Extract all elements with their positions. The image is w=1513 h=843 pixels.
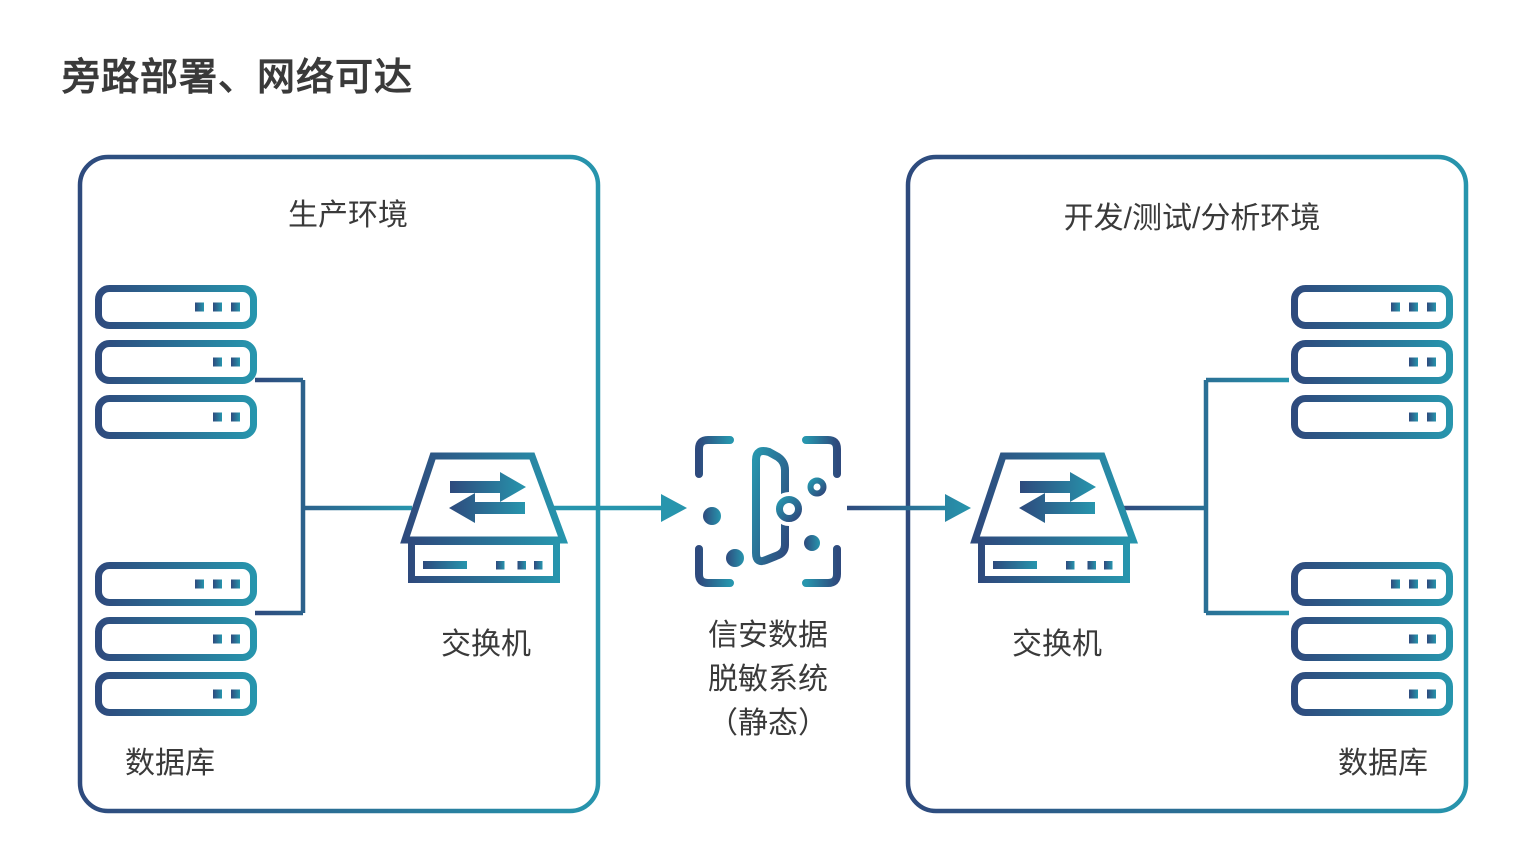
target-environment-title: 开发/测试/分析环境 <box>1063 202 1321 235</box>
bracket-bottom-right-icon <box>802 545 841 587</box>
server-led-dot <box>1409 634 1418 644</box>
server-led-dot <box>195 579 204 589</box>
masking-system-label: 信安数据 脱敏系统 （静态） <box>708 614 828 746</box>
server-led-dot <box>1427 634 1436 644</box>
server-led-dot <box>213 634 222 644</box>
bracket-bottom-left-icon <box>695 545 734 587</box>
server-icon <box>1291 395 1453 439</box>
server-led-dot <box>213 302 222 312</box>
server-icon <box>95 562 257 606</box>
server-led-dot <box>213 579 222 589</box>
production-database-label: 数据库 <box>125 747 215 780</box>
bracket-top-left-icon <box>695 436 734 478</box>
server-led-dot <box>1409 357 1418 367</box>
bracket-top-right-icon <box>802 436 841 478</box>
switch-arrow-left-icon <box>1019 493 1095 523</box>
data-masking-icon <box>695 436 841 587</box>
server-led-dot <box>1409 689 1418 699</box>
target-database-label: 数据库 <box>1338 747 1428 780</box>
server-led-dot <box>1427 357 1436 367</box>
server-led-dot <box>1391 302 1400 312</box>
flow-arrow-masking-to-switch <box>847 494 971 522</box>
target-switch-label: 交换机 <box>1012 628 1102 661</box>
server-led-dot <box>1427 579 1436 589</box>
server-led-dot <box>231 357 240 367</box>
production-server-switch-connector <box>255 377 412 616</box>
server-icon <box>1291 340 1453 384</box>
server-led-dot <box>1427 302 1436 312</box>
server-led-dot <box>231 634 240 644</box>
server-led-dot <box>231 302 240 312</box>
switch-arrow-right-icon <box>1020 472 1096 502</box>
server-icon <box>95 285 257 329</box>
production-environment-title: 生产环境 <box>288 199 408 232</box>
server-icon <box>95 672 257 716</box>
masking-system-label-line3: （静态） <box>708 707 828 740</box>
server-led-dot <box>231 689 240 699</box>
server-led-dot <box>231 412 240 422</box>
server-led-dot <box>1409 579 1418 589</box>
server-led-dot <box>213 689 222 699</box>
switch-arrow-right-icon <box>450 472 526 502</box>
masking-door-shape <box>752 447 789 566</box>
switch-icon <box>400 452 569 583</box>
server-icon <box>1291 285 1453 329</box>
server-led-dot <box>213 412 222 422</box>
server-led-dot <box>1409 412 1418 422</box>
server-led-dot <box>195 302 204 312</box>
production-switch-label: 交换机 <box>441 628 531 661</box>
server-icon <box>1291 672 1453 716</box>
server-led-dot <box>231 579 240 589</box>
masking-system-label-line1: 信安数据 <box>708 619 828 652</box>
server-icon <box>95 340 257 384</box>
masking-system-label-line2: 脱敏系统 <box>708 663 828 696</box>
page-title: 旁路部署、网络可达 <box>62 57 414 99</box>
target-switch-server-connector <box>1122 377 1289 616</box>
server-led-dot <box>1427 412 1436 422</box>
server-led-dot <box>1409 302 1418 312</box>
server-icon <box>95 395 257 439</box>
server-icon <box>1291 562 1453 606</box>
production-environment-box <box>77 154 601 814</box>
server-led-dot <box>1427 689 1436 699</box>
server-led-dot <box>1391 579 1400 589</box>
flow-arrow-switch-to-masking <box>552 494 687 522</box>
server-icon <box>1291 617 1453 661</box>
switch-arrow-left-icon <box>449 493 525 523</box>
server-led-dot <box>213 357 222 367</box>
server-icon <box>95 617 257 661</box>
switch-icon <box>970 452 1139 583</box>
target-environment-box <box>905 154 1469 814</box>
